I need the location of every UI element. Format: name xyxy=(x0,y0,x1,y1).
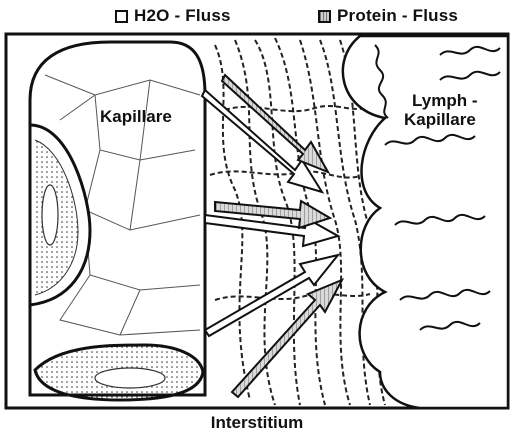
blood-capillary xyxy=(30,42,205,400)
capillary-label: Kapillare xyxy=(100,108,172,126)
lymph-label-line2: Kapillare xyxy=(404,111,476,129)
interstitium-caption: Interstitium xyxy=(0,413,514,433)
lymph-label-line1: Lymph - xyxy=(412,92,477,110)
